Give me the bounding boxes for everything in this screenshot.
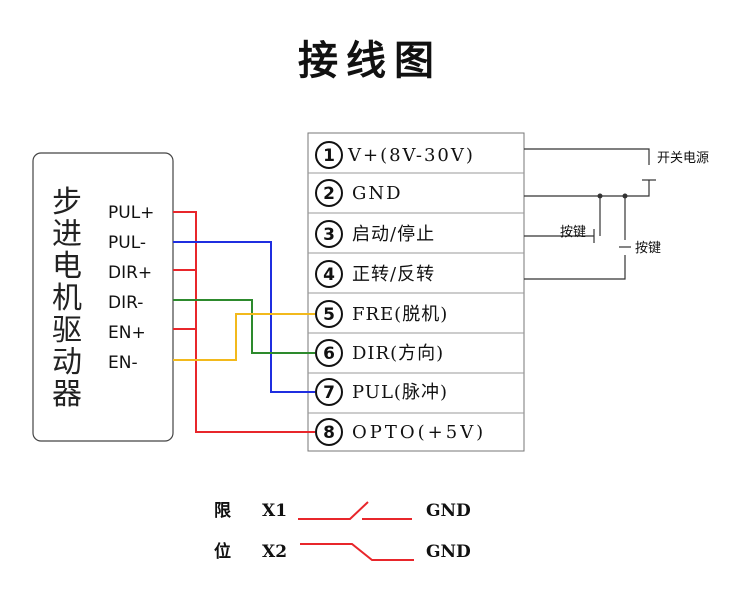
driver-label-char: 进 — [52, 217, 82, 252]
pin-dir-minus: DIR- — [108, 293, 143, 313]
pin-pul-minus: PUL- — [108, 233, 146, 253]
control-wires — [524, 148, 656, 280]
terminal-2: 2 GND — [315, 179, 403, 207]
junction-dot — [597, 193, 603, 199]
terminal-number: 1 — [323, 146, 335, 166]
driver-label-char: 机 — [52, 281, 82, 316]
terminal-label: OPTO(+5V) — [352, 422, 486, 443]
number-circle-icon — [315, 179, 343, 207]
terminal-label: PUL(脉冲) — [352, 382, 448, 403]
limit-id: X2 — [262, 542, 287, 562]
driver-label-char: 动 — [52, 345, 82, 380]
wire-power-plus — [524, 148, 650, 165]
wire-green-dir — [173, 299, 315, 354]
limit-gnd: GND — [426, 501, 471, 521]
terminal-label: 正转/反转 — [352, 264, 435, 285]
terminal-3: 3 启动/停止 — [315, 220, 435, 248]
terminal-label: V+(8V-30V) — [347, 145, 475, 166]
terminal-8: 8 OPTO(+5V) — [315, 418, 486, 446]
pin-en-minus: EN- — [108, 353, 138, 373]
pin-dir-plus: DIR+ — [108, 263, 152, 283]
number-circle-icon — [315, 378, 343, 406]
limit-char: 限 — [214, 501, 231, 521]
terminal-number: 5 — [323, 305, 335, 325]
driver-label-char: 器 — [52, 377, 82, 412]
wire-red-opto — [173, 211, 315, 433]
pin-en-plus: EN+ — [108, 323, 146, 343]
wire-blue-pul — [173, 241, 315, 393]
terminal-label: GND — [352, 183, 403, 204]
terminal-number: 4 — [323, 265, 335, 285]
limit-char: 位 — [214, 541, 231, 562]
power-supply-label: 开关电源 — [657, 151, 709, 166]
key2-label: 按键 — [635, 241, 661, 256]
diagram-title: 接线图 — [298, 38, 442, 84]
wire-yellow-fre — [173, 313, 315, 361]
terminal-number: 3 — [323, 225, 335, 245]
pin-pul-plus: PUL+ — [108, 203, 154, 223]
driver-wires — [173, 211, 315, 433]
terminal-number: 8 — [323, 423, 335, 443]
terminal-number: 6 — [323, 344, 335, 364]
driver-box — [32, 152, 174, 442]
limit-gnd: GND — [426, 542, 471, 562]
driver-label-char: 步 — [52, 185, 82, 220]
limit-switch-x1: 限 X1 GND — [214, 501, 471, 521]
limit-switch-x2: 位 X2 GND — [214, 541, 471, 562]
terminal-number: 7 — [323, 383, 335, 403]
driver-label: 步 进 电 机 驱 动 器 — [52, 185, 82, 412]
terminal-label: DIR(方向) — [352, 343, 444, 364]
driver-label-char: 电 — [52, 249, 82, 284]
driver-pins: PUL+ PUL- DIR+ DIR- EN+ EN- — [108, 203, 154, 373]
wire-gnd — [524, 180, 650, 197]
switch-symbol-icon — [300, 543, 414, 561]
number-circle-icon — [315, 220, 343, 248]
terminal-6: 6 DIR(方向) — [315, 339, 444, 367]
terminal-label: 启动/停止 — [352, 224, 435, 245]
switch-symbol-icon — [298, 501, 412, 520]
number-circle-icon — [315, 300, 343, 328]
terminal-4: 4 正转/反转 — [315, 260, 435, 288]
terminal-5: 5 FRE(脱机) — [315, 300, 448, 328]
terminal-number: 2 — [323, 184, 335, 204]
terminal-block — [307, 132, 525, 452]
terminal-1: 1 V+(8V-30V) — [315, 141, 475, 169]
number-circle-icon — [315, 418, 343, 446]
number-circle-icon — [315, 339, 343, 367]
wire-key2 — [524, 255, 626, 280]
number-circle-icon — [315, 141, 343, 169]
driver-label-char: 驱 — [52, 313, 82, 348]
number-circle-icon — [315, 260, 343, 288]
junction-dot — [622, 193, 628, 199]
key1-label: 按键 — [560, 225, 586, 240]
terminal-label: FRE(脱机) — [352, 304, 448, 325]
terminal-7: 7 PUL(脉冲) — [315, 378, 448, 406]
limit-id: X1 — [262, 501, 287, 521]
